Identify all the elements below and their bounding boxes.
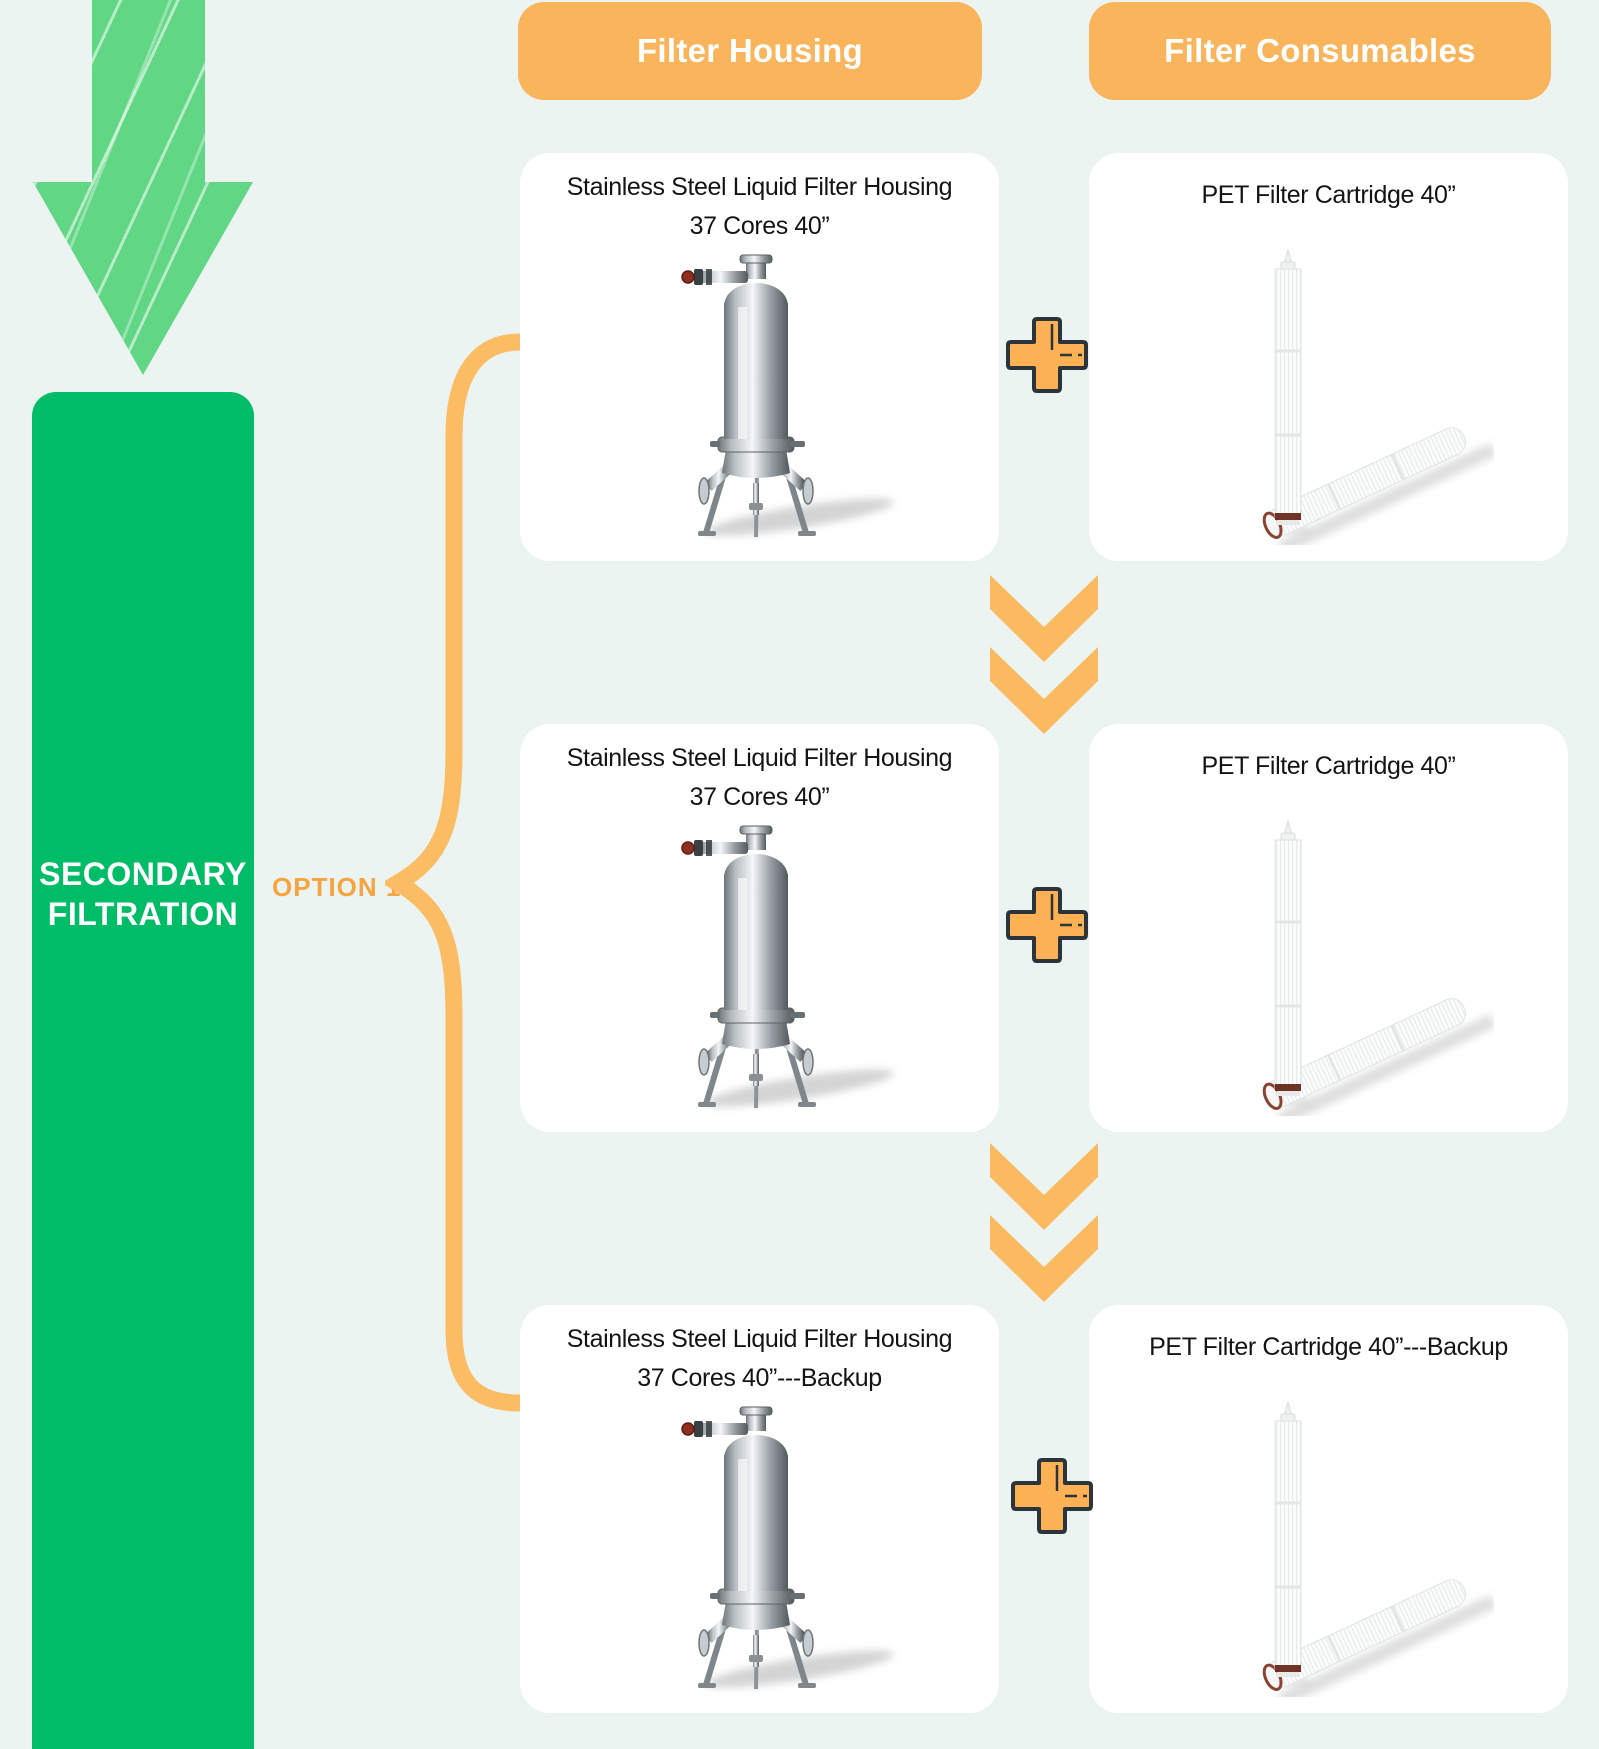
plus-icon: [1006, 317, 1088, 393]
card-title: PET Filter Cartridge 40”---Backup: [1089, 1305, 1568, 1367]
column-header-filter-housing: Filter Housing: [518, 2, 982, 100]
curly-brace-icon: [385, 333, 529, 1412]
double-chevron-down-icon: [990, 575, 1098, 734]
card-filter-consumable: PET Filter Cartridge 40”: [1089, 724, 1568, 1132]
card-filter-housing-backup: Stainless Steel Liquid Filter Housing 37…: [520, 1305, 999, 1713]
stage-bar: SECONDARY FILTRATION: [32, 392, 254, 1749]
filter-housing-illustration: [680, 254, 894, 538]
grunge-down-arrow-icon: [33, 0, 253, 375]
stage-label: SECONDARY FILTRATION: [26, 854, 260, 934]
card-title-line2: 37 Cores 40”: [689, 783, 830, 811]
card-filter-consumable: PET Filter Cartridge 40”: [1089, 153, 1568, 561]
card-filter-housing: Stainless Steel Liquid Filter Housing 37…: [520, 724, 999, 1132]
card-title: Stainless Steel Liquid Filter Housing 37…: [520, 153, 999, 246]
card-title-line1: PET Filter Cartridge 40”: [1201, 752, 1456, 780]
filter-cartridge-illustration: [1262, 1400, 1494, 1697]
stage-label-line1: SECONDARY: [39, 856, 247, 892]
card-title: Stainless Steel Liquid Filter Housing 37…: [520, 724, 999, 817]
card-title-line1: Stainless Steel Liquid Filter Housing: [566, 1325, 953, 1353]
plus-icon: [1006, 887, 1088, 963]
card-title: PET Filter Cartridge 40”: [1089, 724, 1568, 786]
card-title-line2: 37 Cores 40”: [689, 212, 830, 240]
stage-label-line2: FILTRATION: [47, 896, 239, 932]
card-title: Stainless Steel Liquid Filter Housing 37…: [520, 1305, 999, 1398]
double-chevron-down-icon: [990, 1143, 1098, 1302]
column-header-filter-consumables: Filter Consumables: [1089, 2, 1551, 100]
card-title-line2: 37 Cores 40”---Backup: [637, 1364, 882, 1392]
filter-cartridge-illustration: [1262, 248, 1494, 545]
card-filter-housing: Stainless Steel Liquid Filter Housing 37…: [520, 153, 999, 561]
filter-housing-illustration: [680, 825, 894, 1109]
option-label: OPTION 1: [272, 872, 402, 902]
column-header-label: Filter Consumables: [1164, 32, 1476, 69]
card-title-line1: PET Filter Cartridge 40”: [1201, 181, 1456, 209]
card-title-line1: Stainless Steel Liquid Filter Housing: [566, 744, 953, 772]
card-filter-consumable-backup: PET Filter Cartridge 40”---Backup: [1089, 1305, 1568, 1713]
filter-cartridge-illustration: [1262, 819, 1494, 1116]
card-title-line1: Stainless Steel Liquid Filter Housing: [566, 173, 953, 201]
column-header-label: Filter Housing: [636, 32, 864, 69]
card-title-line1: PET Filter Cartridge 40”---Backup: [1149, 1333, 1508, 1361]
filter-housing-illustration: [680, 1406, 894, 1690]
card-title: PET Filter Cartridge 40”: [1089, 153, 1568, 215]
plus-icon: [1011, 1458, 1093, 1534]
